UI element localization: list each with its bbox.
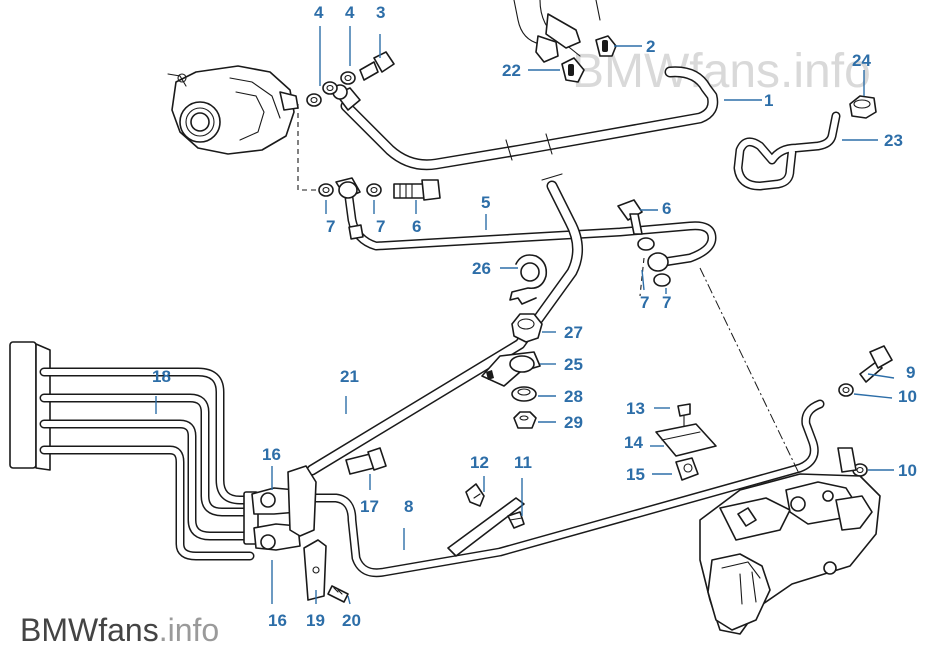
clamp-15 xyxy=(675,457,699,481)
return-line-8 xyxy=(297,399,825,578)
seal-ring-4c xyxy=(322,81,338,95)
callout-21: 21 xyxy=(340,367,359,386)
callout-12: 12 xyxy=(470,453,489,472)
callout-9: 9 xyxy=(906,363,915,382)
nut-29 xyxy=(513,411,537,429)
clip-12 xyxy=(465,483,485,507)
return-hose-21 xyxy=(306,173,583,476)
callout-17: 17 xyxy=(360,497,379,516)
callout-2: 2 xyxy=(646,37,655,56)
seal-ring-7a xyxy=(318,183,334,197)
callout-10a: 10 xyxy=(898,387,917,406)
watermark-top: BMWfans.info xyxy=(572,45,871,98)
bracket-19 xyxy=(303,539,327,601)
bracket-14 xyxy=(655,423,717,457)
pressure-line-5 xyxy=(335,177,717,267)
bracket-25 xyxy=(481,351,541,387)
callout-24: 24 xyxy=(852,51,871,70)
cap-24 xyxy=(849,95,877,119)
hollow-bolt-17 xyxy=(345,447,387,475)
hollow-bolt-6a xyxy=(393,179,441,201)
callout-7a: 7 xyxy=(326,217,335,236)
callout-26: 26 xyxy=(472,259,491,278)
oil-cooler xyxy=(9,341,259,561)
seal-ring-10a xyxy=(838,383,854,397)
callout-23: 23 xyxy=(884,131,903,150)
clamp-26 xyxy=(509,254,548,305)
callout-25: 25 xyxy=(564,355,583,374)
support-strut xyxy=(447,497,525,557)
callout-6b: 6 xyxy=(662,199,671,218)
callout-20: 20 xyxy=(342,611,361,630)
screw-20 xyxy=(327,585,349,603)
callout-16b: 16 xyxy=(268,611,287,630)
callout-7d: 7 xyxy=(662,293,671,312)
leader-line-5-to-gear xyxy=(699,267,807,489)
watermark-brand: BMWfans xyxy=(20,612,159,648)
callout-27: 27 xyxy=(564,323,583,342)
hollow-bolt-3 xyxy=(359,51,395,81)
callout-22: 22 xyxy=(502,61,521,80)
banjo-union-right xyxy=(617,199,671,287)
leader-lines xyxy=(155,26,895,605)
grommet-28 xyxy=(511,386,537,402)
callout-4a: 4 xyxy=(314,3,324,22)
seal-ring-4a xyxy=(306,93,322,107)
callout-7b: 7 xyxy=(376,217,385,236)
breather-hose-23 xyxy=(733,111,841,191)
hose-clamp-2 xyxy=(595,35,617,57)
callout-6a: 6 xyxy=(412,217,421,236)
callout-29: 29 xyxy=(564,413,583,432)
callout-18: 18 xyxy=(152,367,171,386)
callout-4b: 4 xyxy=(345,3,355,22)
callout-15: 15 xyxy=(626,465,645,484)
hose-clamp-22 xyxy=(561,57,585,83)
callout-10b: 10 xyxy=(898,461,917,480)
callout-7c: 7 xyxy=(640,293,649,312)
seal-ring-4b xyxy=(340,71,356,85)
callout-1: 1 xyxy=(764,91,773,110)
callout-16a: 16 xyxy=(262,445,281,464)
callout-13: 13 xyxy=(626,399,645,418)
hollow-bolt-9 xyxy=(859,345,893,383)
hose-1 xyxy=(332,66,719,171)
grommet-27 xyxy=(511,313,543,343)
callout-19: 19 xyxy=(306,611,325,630)
watermark-bottom: BMWfans.info xyxy=(20,612,219,649)
screw-11 xyxy=(507,511,525,529)
watermark-suffix: .info xyxy=(158,612,220,648)
callout-28: 28 xyxy=(564,387,583,406)
cooler-tubes xyxy=(39,367,257,561)
cooler-connector xyxy=(251,465,317,551)
seal-ring-7b xyxy=(366,183,382,197)
callout-14: 14 xyxy=(624,433,643,452)
callout-11: 11 xyxy=(514,453,532,472)
steering-pump xyxy=(167,65,299,155)
callout-8: 8 xyxy=(404,497,413,516)
leader-pump-union xyxy=(297,104,318,191)
callout-3: 3 xyxy=(376,3,385,22)
steering-gear xyxy=(699,447,881,635)
callout-labels: 1 2 3 4 4 5 6 6 7 7 7 7 8 9 10 10 11 12 … xyxy=(152,3,917,630)
callout-5: 5 xyxy=(481,193,490,212)
reservoir-outlet xyxy=(513,0,601,63)
